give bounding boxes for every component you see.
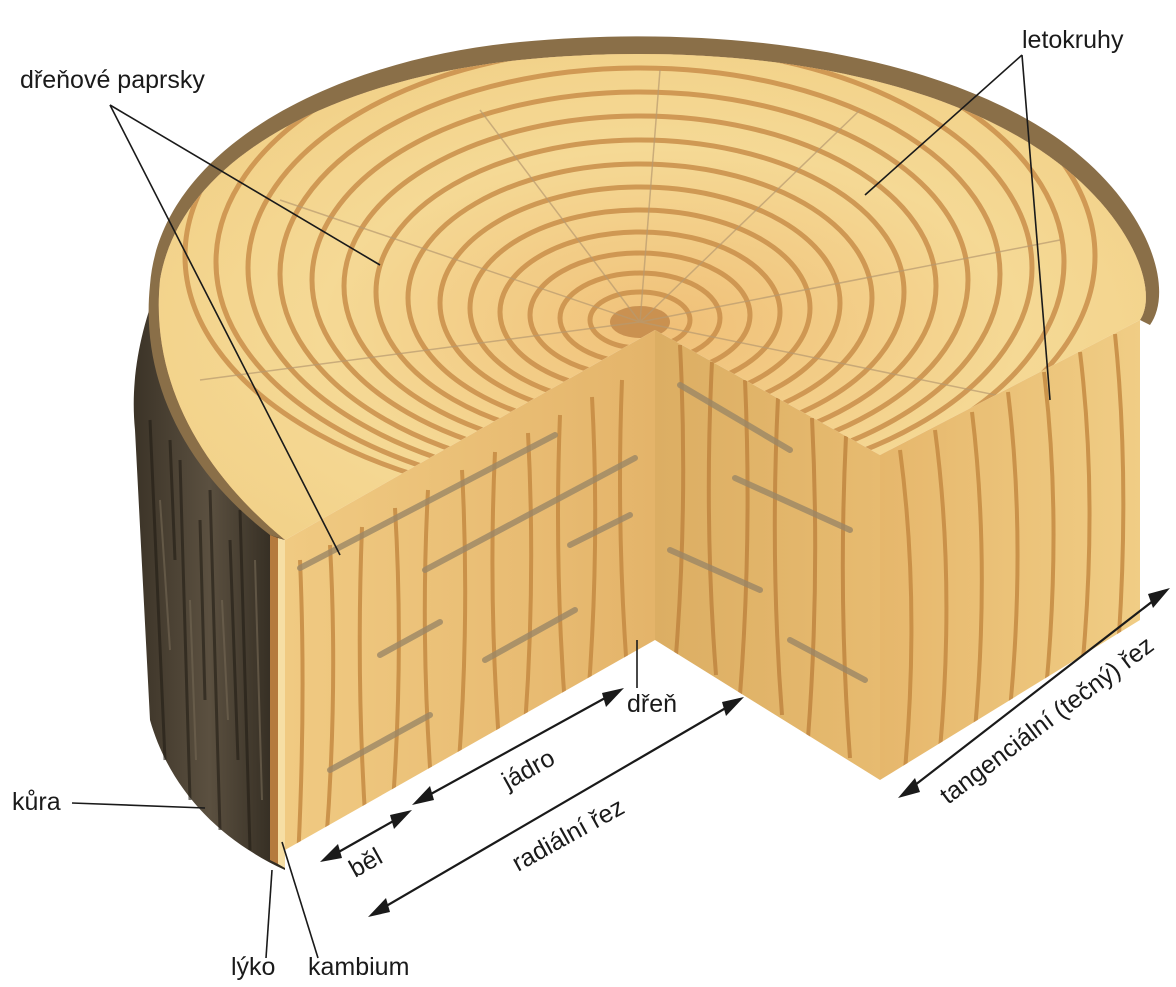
label-pith: dřeň [627, 690, 677, 718]
label-phloem: lýko [231, 953, 275, 981]
label-bark: kůra [12, 788, 61, 816]
label-sapwood: běl [344, 843, 387, 884]
label-pith-rays: dřeňové paprsky [20, 66, 205, 94]
label-growth-rings: letokruhy [1022, 26, 1124, 54]
label-cambium: kambium [308, 953, 409, 981]
label-radial-cut: radiální řez [507, 793, 629, 877]
